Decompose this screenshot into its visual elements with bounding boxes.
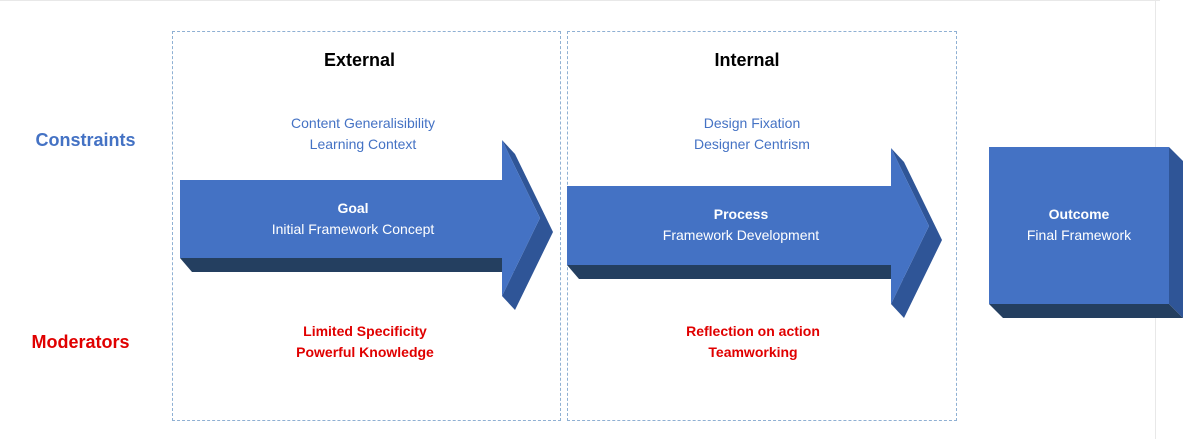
goal-label: Goal Initial Framework Concept xyxy=(203,198,503,240)
external-constraint-1: Content Generalisibility xyxy=(291,115,435,131)
process-subtitle: Framework Development xyxy=(662,227,820,243)
process-arrow-bottom xyxy=(567,265,904,279)
internal-title: Internal xyxy=(714,50,780,70)
process-arrow xyxy=(567,148,942,318)
external-constraint-2: Learning Context xyxy=(309,136,417,152)
internal-moderator-2: Teamworking xyxy=(708,344,798,360)
moderators-label: Moderators xyxy=(31,332,130,352)
internal-constraints: Design Fixation Designer Centrism xyxy=(602,113,902,155)
external-panel xyxy=(172,31,561,421)
process-arrow-face xyxy=(567,148,929,304)
process-title: Process xyxy=(713,206,769,222)
external-title: External xyxy=(323,50,396,70)
goal-arrow xyxy=(180,140,553,310)
internal-moderator-1: Reflection on action xyxy=(686,323,820,339)
outcome-block-side xyxy=(1169,147,1183,318)
process-label: Process Framework Development xyxy=(591,204,891,246)
outcome-label: Outcome Final Framework xyxy=(989,204,1169,246)
goal-arrow-bottom xyxy=(180,258,515,272)
internal-moderators: Reflection on action Teamworking xyxy=(603,321,903,363)
goal-subtitle: Initial Framework Concept xyxy=(271,221,435,237)
outcome-subtitle: Final Framework xyxy=(1026,227,1132,243)
external-moderators: Limited Specificity Powerful Knowledge xyxy=(215,321,515,363)
external-moderator-1: Limited Specificity xyxy=(303,323,427,339)
frame-top-line xyxy=(0,0,1160,1)
external-constraints: Content Generalisibility Learning Contex… xyxy=(213,113,513,155)
outcome-block-bottom xyxy=(989,304,1183,318)
internal-constraint-2: Designer Centrism xyxy=(694,136,810,152)
internal-constraint-1: Design Fixation xyxy=(703,115,801,131)
outcome-block-face xyxy=(989,147,1169,304)
external-moderator-2: Powerful Knowledge xyxy=(296,344,434,360)
goal-arrow-face xyxy=(180,140,540,296)
goal-title: Goal xyxy=(337,200,369,216)
process-arrow-side xyxy=(891,148,942,318)
goal-arrow-side xyxy=(502,140,553,310)
outcome-title: Outcome xyxy=(1048,206,1110,222)
constraints-label: Constraints xyxy=(35,130,136,150)
outcome-block xyxy=(989,147,1183,318)
